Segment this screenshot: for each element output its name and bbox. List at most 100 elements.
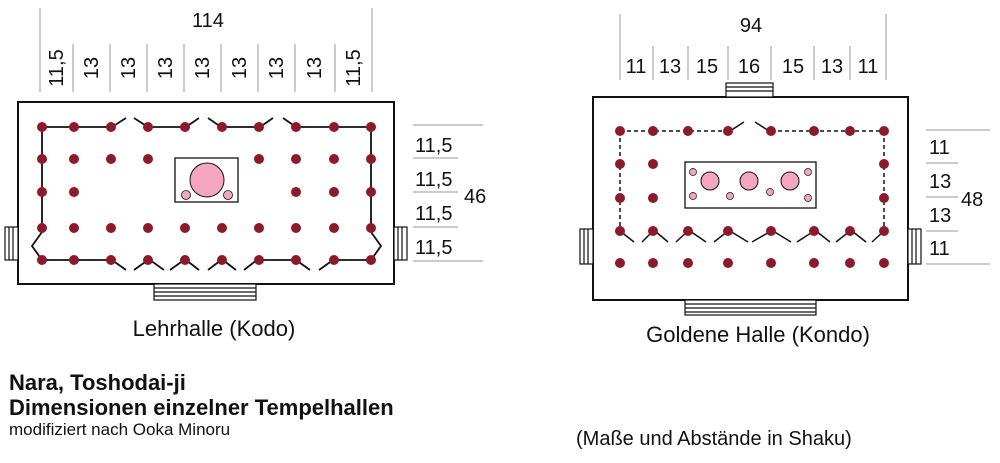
kondo-columns — [615, 126, 889, 268]
column-dot — [809, 258, 819, 268]
column-dot — [615, 258, 625, 268]
column-dot — [291, 255, 301, 265]
column-dot — [723, 126, 733, 136]
column-dot — [683, 126, 693, 136]
column-dot — [615, 226, 625, 236]
kondo-west-steps — [579, 228, 594, 265]
kodo-depth-dimension — [413, 124, 483, 262]
kondo-attendant-statue — [804, 194, 812, 202]
column-dot — [809, 126, 819, 136]
column-dot — [37, 255, 47, 265]
column-dot — [615, 159, 625, 169]
kondo-depth-label: 11 — [929, 137, 950, 159]
kodo-caption: Lehrhalle (Kodo) — [133, 316, 296, 341]
column-dot — [766, 126, 776, 136]
column-dot — [329, 154, 339, 164]
title-block: Nara, Toshodai-ji Dimensionen einzelner … — [9, 370, 394, 440]
column-dot — [366, 223, 376, 233]
column-dot — [366, 255, 376, 265]
column-dot — [329, 187, 339, 197]
column-dot — [879, 226, 889, 236]
column-dot — [809, 226, 819, 236]
kodo-width-dimension — [39, 8, 373, 92]
column-dot — [879, 126, 889, 136]
column-dot — [366, 187, 376, 197]
column-dot — [329, 255, 339, 265]
column-dot — [879, 159, 889, 169]
column-dot — [615, 126, 625, 136]
column-dot — [217, 255, 227, 265]
kondo-attendant-statue — [689, 192, 697, 200]
kondo-attendant-statue — [689, 168, 697, 176]
column-dot — [143, 223, 153, 233]
kondo-bay-label: 13 — [659, 56, 681, 78]
kodo-main-statue — [189, 162, 225, 198]
kodo-bay-label: 13 — [155, 57, 177, 79]
kondo-attendant-statue — [726, 192, 734, 200]
kondo-depth-dimension — [926, 129, 990, 265]
column-dot — [291, 154, 301, 164]
column-dot — [766, 258, 776, 268]
column-dot — [648, 126, 658, 136]
column-dot — [143, 154, 153, 164]
kodo-west-steps — [4, 226, 19, 261]
title-line-1: Nara, Toshodai-ji — [9, 370, 186, 395]
column-dot — [329, 223, 339, 233]
column-dot — [366, 154, 376, 164]
units-note: (Maße und Abstände in Shaku) — [576, 428, 852, 450]
column-dot — [845, 126, 855, 136]
column-dot — [106, 255, 116, 265]
kodo-bay-label: 11,5 — [343, 49, 365, 86]
column-dot — [37, 154, 47, 164]
column-dot — [69, 122, 79, 132]
kondo-bay-label: 15 — [782, 56, 804, 78]
column-dot — [37, 187, 47, 197]
column-dot — [106, 154, 116, 164]
kodo-bay-label: 11,5 — [46, 49, 68, 86]
kodo-steps — [4, 226, 408, 301]
kodo-altar — [174, 157, 239, 203]
column-dot — [723, 226, 733, 236]
column-dot — [180, 122, 190, 132]
kodo-bay-label: 13 — [266, 57, 288, 79]
kondo-east-steps — [907, 228, 922, 265]
column-dot — [37, 223, 47, 233]
column-dot — [648, 193, 658, 203]
column-dot — [648, 159, 658, 169]
kondo-bay-label: 15 — [696, 56, 718, 78]
kondo-depth-label: 13 — [929, 171, 951, 193]
kodo-total-width: 114 — [192, 10, 224, 32]
kodo-east-steps — [393, 226, 408, 261]
kondo-main-statue — [739, 171, 759, 191]
column-dot — [291, 187, 301, 197]
column-dot — [69, 223, 79, 233]
kodo-depth-label: 11,5 — [415, 203, 452, 225]
column-dot — [69, 187, 79, 197]
kodo-bay-label: 13 — [192, 57, 214, 79]
column-dot — [180, 223, 190, 233]
column-dot — [143, 122, 153, 132]
kodo-attendant-statue — [223, 190, 233, 200]
column-dot — [683, 226, 693, 236]
kondo-plan: 94 11 13 15 16 15 13 11 — [579, 14, 990, 347]
title-line-2: Dimensionen einzelner Tempelhallen — [9, 395, 394, 420]
column-dot — [366, 122, 376, 132]
column-dot — [69, 255, 79, 265]
kondo-bay-labels: 11 13 15 16 15 13 11 — [626, 56, 879, 78]
column-dot — [723, 258, 733, 268]
kondo-attendant-statue — [804, 168, 812, 176]
column-dot — [69, 154, 79, 164]
column-dot — [845, 226, 855, 236]
kodo-plan: 114 11,5 13 13 13 13 13 13 13 11,5 — [4, 8, 486, 341]
kondo-steps — [579, 82, 922, 316]
column-dot — [329, 122, 339, 132]
column-dot — [254, 255, 264, 265]
kodo-bay-label: 13 — [304, 57, 326, 79]
kodo-bay-label: 13 — [81, 57, 103, 79]
column-dot — [217, 223, 227, 233]
kondo-total-depth: 48 — [961, 189, 983, 211]
kondo-bay-label: 11 — [626, 56, 647, 78]
column-dot — [37, 122, 47, 132]
column-dot — [683, 258, 693, 268]
